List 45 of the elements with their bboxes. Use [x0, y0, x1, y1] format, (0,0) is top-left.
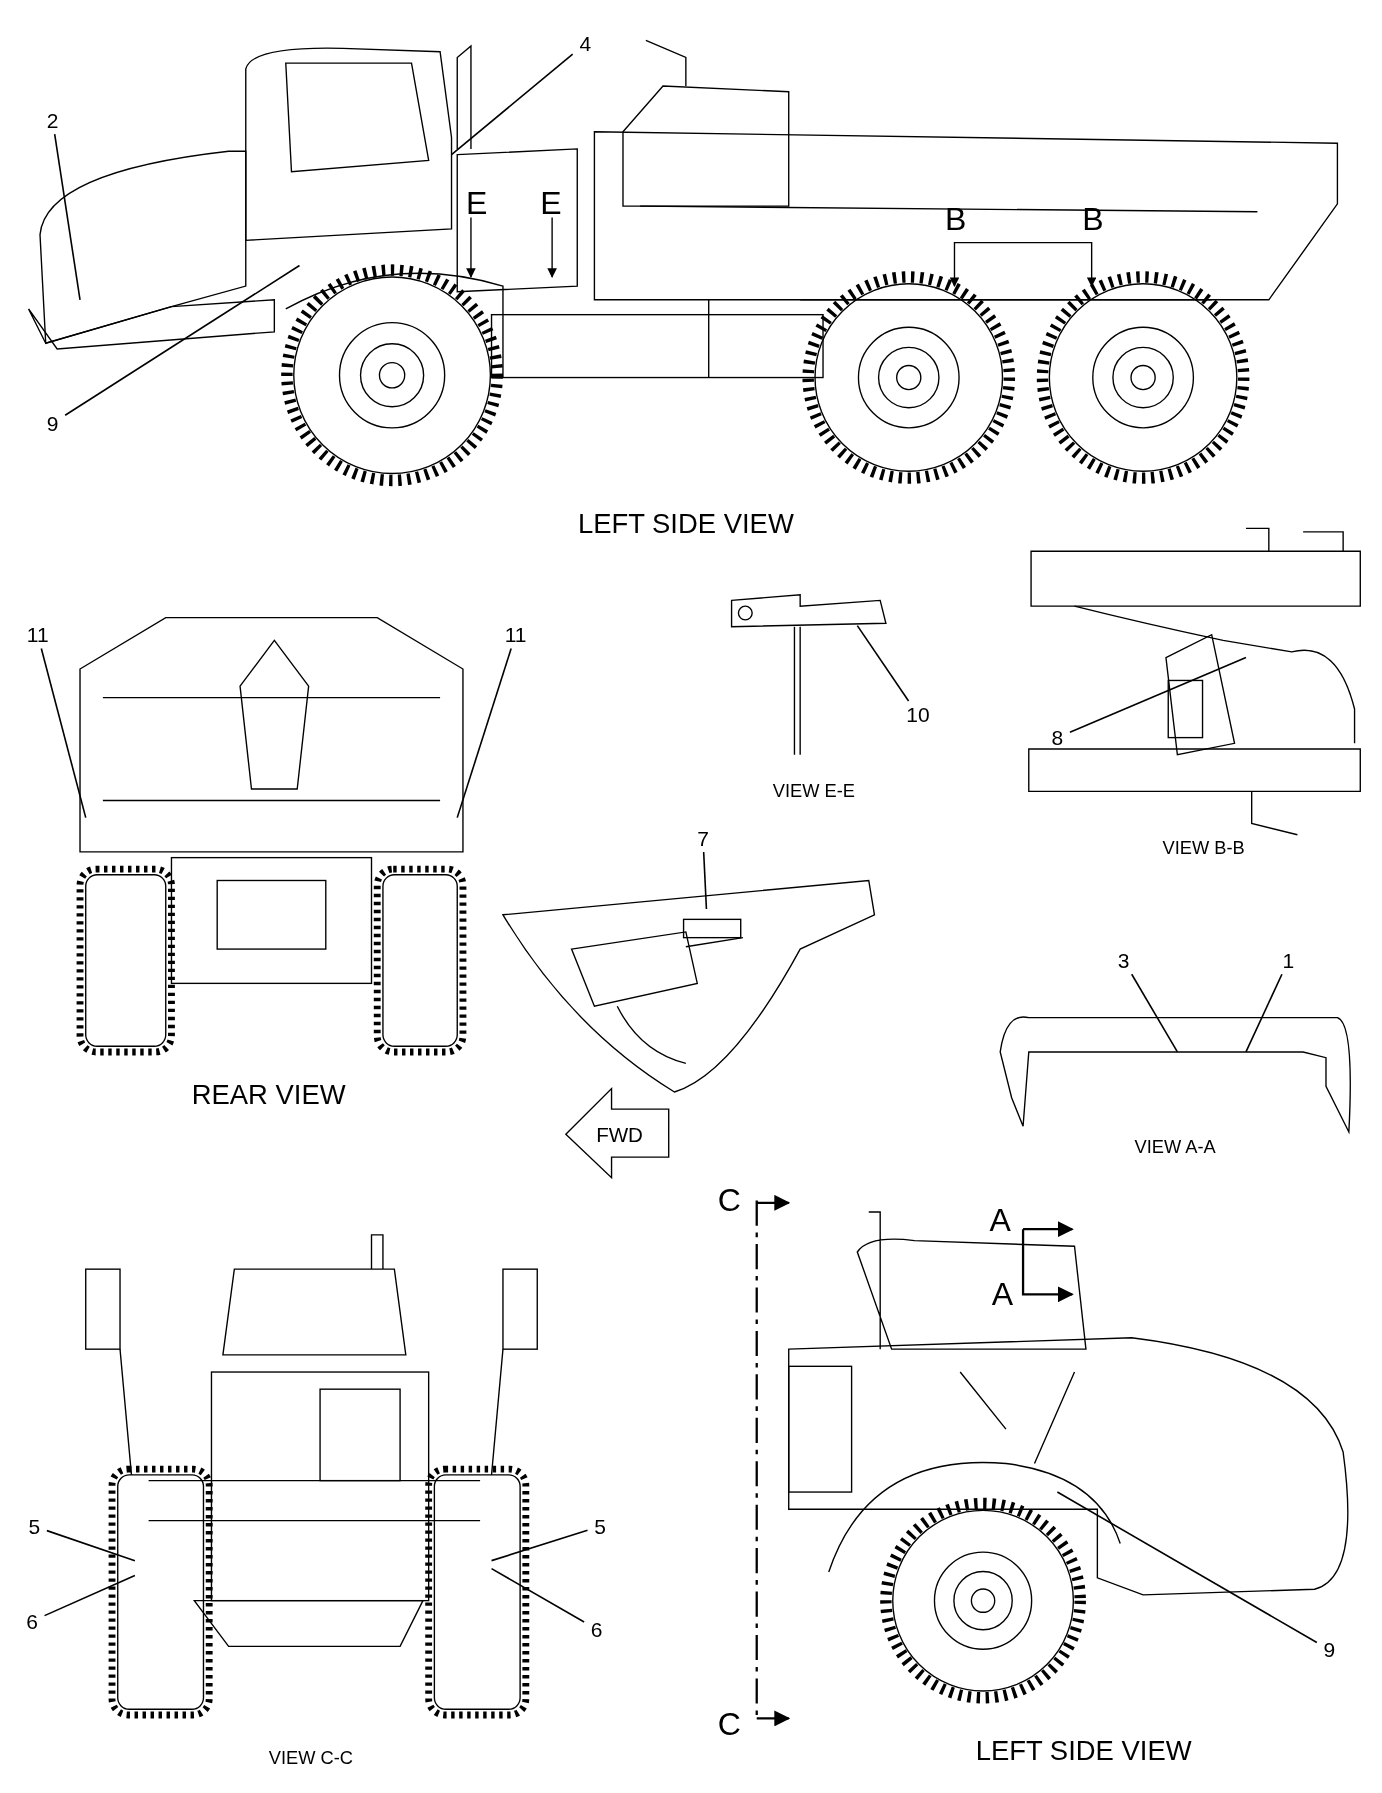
view-title: VIEW C-C: [268, 1748, 353, 1768]
leader-line: [43, 1574, 136, 1617]
leader-line: [490, 1529, 589, 1562]
section-letter: C: [717, 1707, 741, 1740]
callout-number: 6: [26, 1610, 38, 1632]
leader-line: [64, 264, 301, 417]
callout-number: 1: [1282, 949, 1295, 971]
view-title: LEFT SIDE VIEW: [975, 1737, 1192, 1765]
view-title: VIEW E-E: [772, 781, 855, 801]
callout-number: 3: [1117, 949, 1130, 971]
leader-line: [1130, 973, 1179, 1053]
callout-number: 6: [590, 1618, 603, 1640]
callout-number: 5: [594, 1515, 606, 1537]
section-letter: C: [717, 1184, 741, 1217]
callout-number: 11: [504, 623, 527, 645]
leader-line: [450, 53, 574, 156]
leader-line: [1245, 973, 1283, 1053]
leader-line: [1069, 656, 1247, 734]
direction-label: FWD: [596, 1124, 643, 1146]
callout-number: 9: [46, 412, 59, 434]
section-letter: E: [540, 187, 562, 220]
callout-number: 4: [579, 32, 592, 54]
callout-number: 11: [26, 623, 49, 645]
view-title: VIEW A-A: [1134, 1137, 1216, 1156]
leader-line: [1056, 1491, 1318, 1644]
section-letter: E: [466, 187, 488, 220]
leader-line: [46, 1529, 136, 1562]
section-letter: A: [989, 1203, 1011, 1236]
callout-number: 9: [1323, 1638, 1336, 1660]
section-letter: A: [991, 1277, 1014, 1310]
view-title: REAR VIEW: [191, 1081, 346, 1109]
callout-number: 8: [1051, 726, 1064, 748]
leader-line: [456, 647, 512, 819]
leader-line: [702, 851, 708, 910]
view-title: LEFT SIDE VIEW: [577, 509, 794, 538]
leader-line: [490, 1567, 585, 1623]
callout-number: 2: [46, 109, 59, 131]
view-title: VIEW B-B: [1162, 839, 1245, 858]
callout-number: 10: [906, 703, 930, 725]
section-letter: B: [1082, 203, 1104, 236]
section-letter: B: [944, 203, 967, 236]
leader-line: [53, 133, 81, 301]
leader-line: [40, 647, 87, 819]
callout-number: 7: [697, 827, 709, 849]
callout-number: 5: [28, 1515, 41, 1537]
